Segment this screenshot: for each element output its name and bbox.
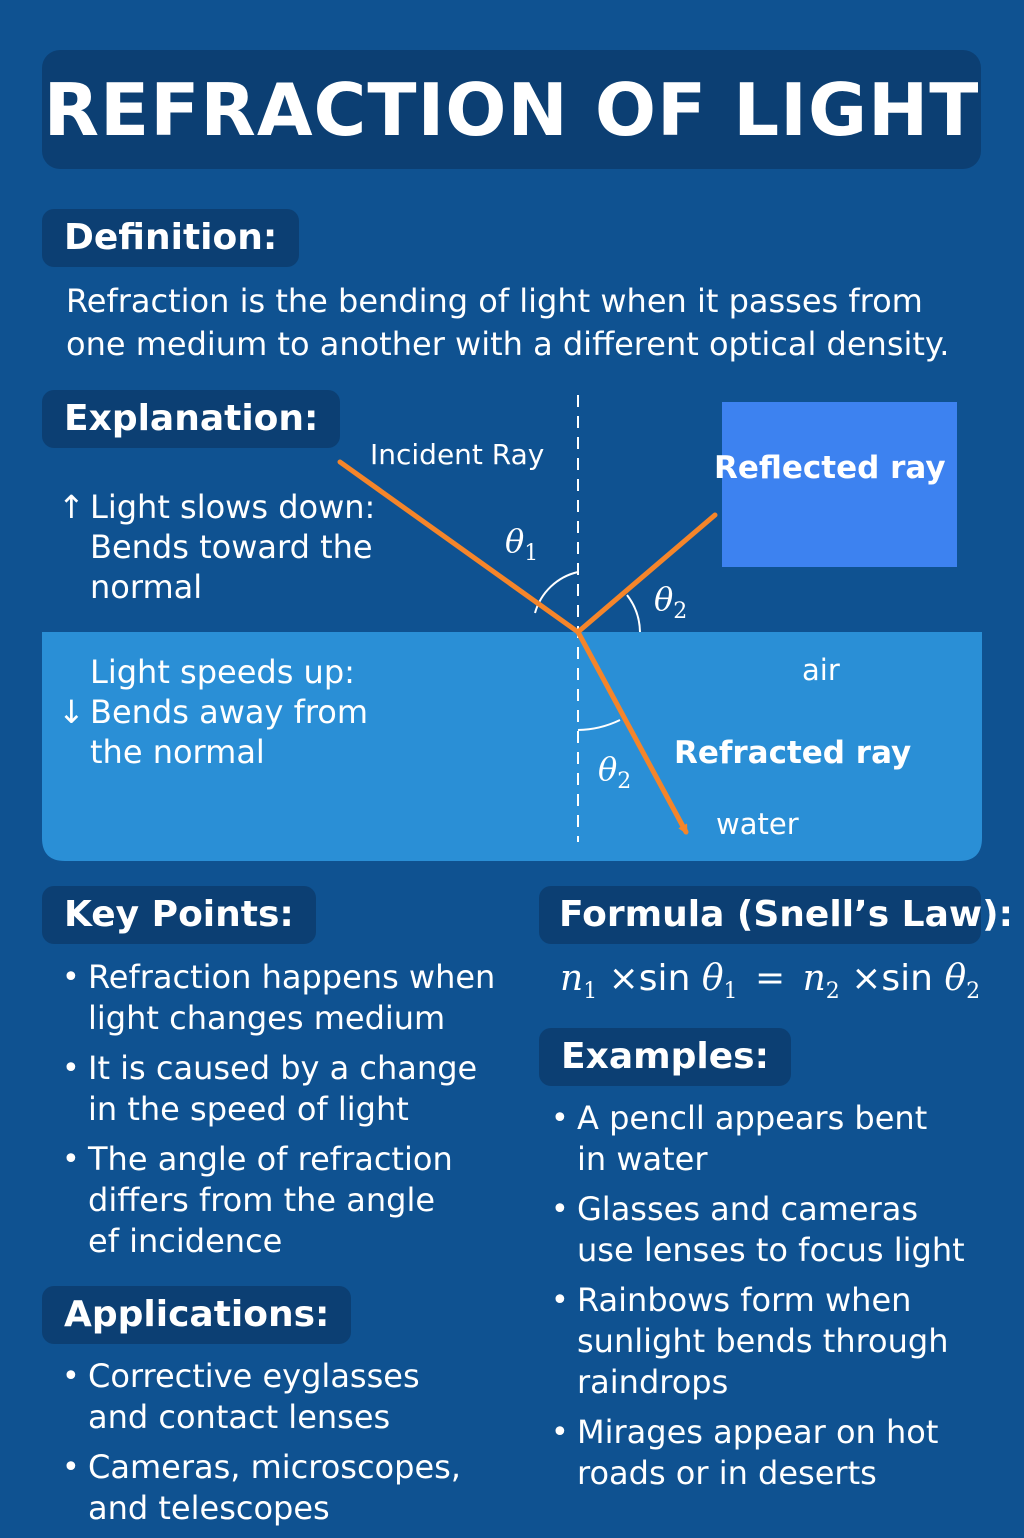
refracted-ray-label: Refracted ray [674, 735, 911, 771]
slow-down-note: ↑ Light slows down: Bends toward the nor… [58, 487, 375, 607]
water-region [42, 632, 982, 861]
definition-line: Refraction is the bending of light when … [66, 282, 923, 320]
refracted-ray [575, 629, 689, 835]
incident-ray [337, 459, 581, 635]
list-item: It is caused by a change in the speed of… [62, 1048, 512, 1130]
applications-list: Corrective eyglasses and contact lenses … [62, 1356, 512, 1538]
theta1-arc [534, 571, 579, 614]
examples-heading: Examples: [539, 1028, 791, 1086]
air-label: air [802, 653, 840, 687]
speed-up-line: Light speeds up: [90, 653, 355, 691]
page-title: REFRACTION OF LIGHT [43, 67, 980, 152]
list-item: Corrective eyglasses and contact lenses [62, 1356, 512, 1438]
slow-down-line: normal [90, 568, 203, 606]
title-banner: REFRACTION OF LIGHT [42, 50, 981, 169]
list-item: Refraction happens when light changes me… [62, 957, 512, 1039]
list-item: Rainbows form when sunlight bends throug… [551, 1280, 991, 1403]
definition-heading: Definition: [42, 209, 300, 267]
theta1-label: θ1 [505, 522, 538, 566]
list-item: A pencll appears bent in water [551, 1098, 991, 1180]
speed-up-line: the normal [90, 733, 265, 771]
definition-text: Refraction is the bending of light when … [66, 280, 986, 366]
slow-down-line: Light slows down: [90, 488, 376, 526]
key-points-heading: Key Points: [42, 886, 316, 944]
theta2-arc [577, 719, 621, 731]
applications-heading: Applications: [42, 1286, 352, 1344]
speed-up-note: ↓ Light speeds up: Bends away from the n… [58, 652, 368, 772]
reflection-angle-label: θ2 [654, 580, 687, 624]
theta2-label: θ2 [598, 750, 631, 794]
list-item: Cameras, microscopes, and telescopes [62, 1447, 512, 1529]
list-item: Mirages appear on hot roads or in desert… [551, 1412, 991, 1494]
list-item: Glasses and cameras use lenses to focus … [551, 1189, 991, 1271]
speed-up-line: Bends away from [90, 693, 369, 731]
slow-down-line: Bends toward the [90, 528, 373, 566]
examples-list: A pencll appears bent in water Glasses a… [551, 1098, 991, 1503]
reflected-ray [575, 512, 718, 635]
reflected-ray-label: Reflected ray [714, 450, 946, 486]
list-item: The angle of refraction differs from the… [62, 1139, 512, 1262]
water-label: water [716, 807, 799, 841]
snells-law-formula: n1 ×sin θ1 = n2 ×sin θ2 [560, 958, 981, 1005]
explanation-heading: Explanation: [42, 390, 341, 448]
definition-line: one medium to another with a different o… [66, 325, 950, 363]
incident-ray-label: Incident Ray [370, 438, 544, 471]
refraction-diagram: Incident Ray Reflected ray Refracted ray… [42, 395, 982, 861]
key-points-list: Refraction happens when light changes me… [62, 957, 512, 1271]
formula-heading: Formula (Snell’s Law): [539, 886, 1013, 944]
reflection-angle-arc [626, 594, 641, 633]
arrow-down-icon: ↓ [58, 693, 85, 731]
reflected-ray-box [722, 402, 957, 567]
arrow-up-icon: ↑ [58, 488, 85, 526]
